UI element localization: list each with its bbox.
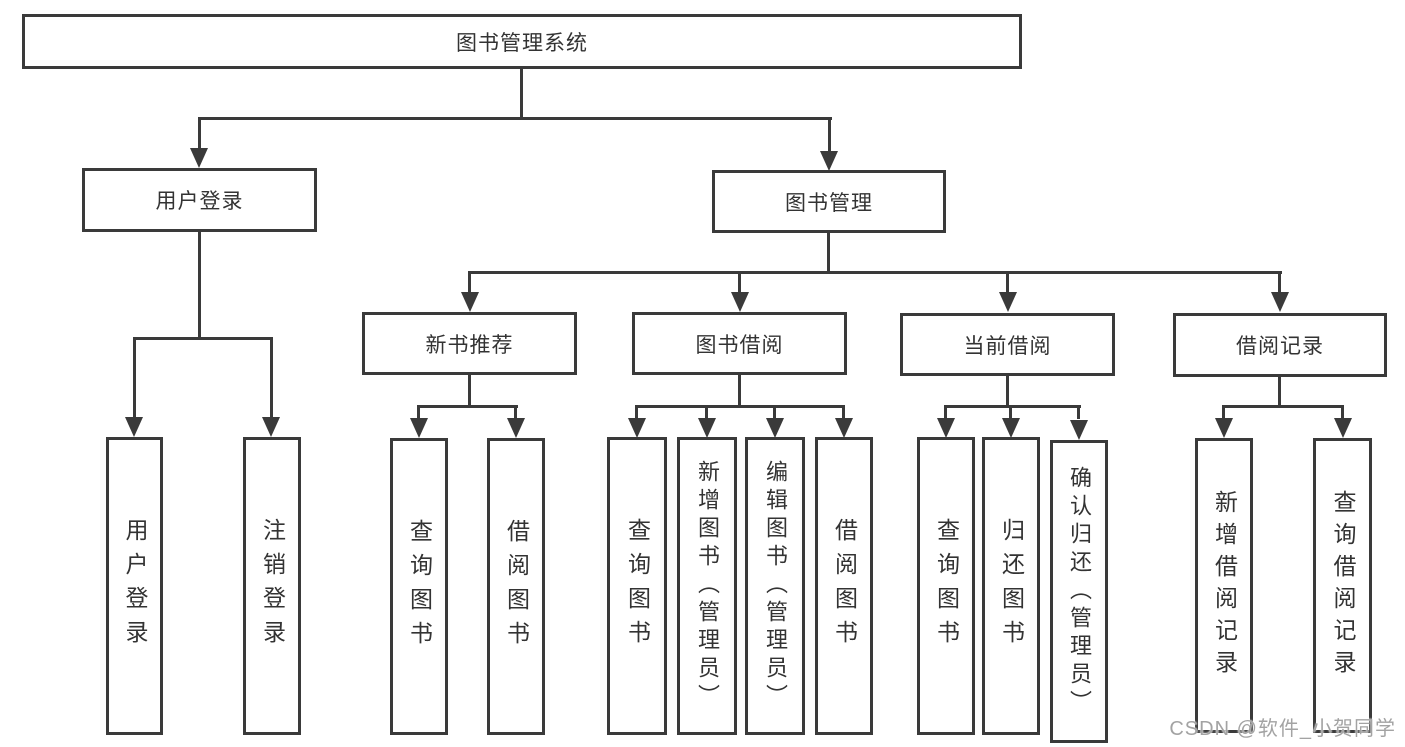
arrow-down-icon bbox=[190, 148, 208, 168]
arrow-down-icon bbox=[820, 151, 838, 171]
leaf-query-books-borrow: 查询图书 bbox=[607, 437, 667, 735]
arrow-down-icon bbox=[1070, 420, 1088, 440]
leaf-add-borrow-record: 新增借阅记录 bbox=[1195, 438, 1253, 733]
node-new-book-recommend-label: 新书推荐 bbox=[425, 333, 514, 357]
leaf-query-borrow-record: 查询借阅记录 bbox=[1313, 438, 1372, 733]
leaf-add-book-admin: 新增图书（管理员） bbox=[677, 437, 737, 735]
connector-line bbox=[1006, 271, 1009, 295]
node-user-login: 用户登录 bbox=[82, 168, 317, 232]
node-root: 图书管理系统 bbox=[22, 14, 1022, 69]
connector-line bbox=[773, 405, 776, 419]
leaf-borrow-books-label: 借阅图书 bbox=[831, 518, 858, 654]
leaf-borrow-books-recommend: 借阅图书 bbox=[487, 438, 545, 735]
node-borrow-records: 借阅记录 bbox=[1173, 313, 1387, 377]
connector-line bbox=[514, 405, 517, 419]
node-borrow-records-label: 借阅记录 bbox=[1236, 335, 1324, 358]
connector-line bbox=[828, 117, 831, 151]
leaf-query-books-borrow-label: 查询图书 bbox=[624, 518, 651, 654]
arrow-down-icon bbox=[262, 417, 280, 437]
leaf-query-borrow-record-label: 查询借阅记录 bbox=[1330, 489, 1356, 682]
connector-line bbox=[842, 405, 845, 419]
connector-line bbox=[417, 405, 420, 419]
connector-line bbox=[133, 337, 273, 340]
leaf-edit-book-admin-label: 编辑图书（管理员） bbox=[763, 460, 788, 712]
node-book-management: 图书管理 bbox=[712, 170, 946, 233]
arrow-down-icon bbox=[835, 418, 853, 438]
leaf-user-login: 用户登录 bbox=[106, 437, 163, 735]
leaf-query-books-current: 查询图书 bbox=[917, 437, 975, 735]
arrow-down-icon bbox=[731, 292, 749, 312]
node-current-borrow-label: 当前借阅 bbox=[963, 334, 1052, 358]
connector-line bbox=[418, 405, 518, 408]
arrow-down-icon bbox=[1215, 418, 1233, 438]
leaf-confirm-return-admin-label: 确认归还（管理员） bbox=[1067, 465, 1092, 718]
leaf-confirm-return-admin: 确认归还（管理员） bbox=[1050, 440, 1108, 743]
connector-line bbox=[827, 233, 830, 274]
leaf-query-books-current-label: 查询图书 bbox=[933, 518, 960, 654]
connector-line bbox=[520, 69, 523, 119]
connector-line bbox=[1077, 405, 1080, 419]
node-book-management-label: 图书管理 bbox=[785, 191, 873, 215]
arrow-down-icon bbox=[999, 292, 1017, 312]
node-user-login-label: 用户登录 bbox=[155, 190, 244, 213]
leaf-add-book-admin-label: 新增图书（管理员） bbox=[695, 460, 720, 712]
connector-line bbox=[1222, 405, 1225, 419]
node-book-borrow-label: 图书借阅 bbox=[695, 333, 784, 357]
arrow-down-icon bbox=[628, 418, 646, 438]
leaf-return-book: 归还图书 bbox=[982, 437, 1040, 735]
connector-line bbox=[270, 337, 273, 419]
connector-line bbox=[198, 117, 201, 149]
leaf-user-login-label: 用户登录 bbox=[122, 518, 148, 654]
connector-line bbox=[635, 405, 638, 419]
leaf-borrow-books: 借阅图书 bbox=[815, 437, 873, 735]
connector-line bbox=[1009, 405, 1012, 419]
arrow-down-icon bbox=[766, 418, 784, 438]
leaf-return-book-label: 归还图书 bbox=[998, 518, 1025, 654]
connector-line bbox=[944, 405, 1081, 408]
node-current-borrow: 当前借阅 bbox=[900, 313, 1115, 376]
connector-line bbox=[1006, 376, 1009, 407]
connector-line bbox=[1222, 405, 1344, 408]
arrow-down-icon bbox=[937, 418, 955, 438]
leaf-edit-book-admin: 编辑图书（管理员） bbox=[745, 437, 805, 735]
connector-line bbox=[738, 271, 741, 295]
connector-line bbox=[944, 405, 947, 419]
watermark: CSDN @软件_小贺同学 bbox=[1169, 718, 1396, 740]
connector-line bbox=[133, 337, 136, 419]
connector-line bbox=[705, 405, 708, 419]
node-root-label: 图书管理系统 bbox=[456, 31, 588, 55]
connector-line bbox=[1341, 405, 1344, 419]
connector-line bbox=[468, 375, 471, 407]
arrow-down-icon bbox=[507, 418, 525, 438]
arrow-down-icon bbox=[125, 417, 143, 437]
connector-line bbox=[1278, 377, 1281, 407]
leaf-borrow-books-recommend-label: 借阅图书 bbox=[503, 518, 530, 655]
connector-line bbox=[198, 117, 832, 120]
connector-line bbox=[468, 271, 471, 295]
arrow-down-icon bbox=[698, 418, 716, 438]
connector-line bbox=[635, 405, 845, 408]
leaf-query-books-recommend: 查询图书 bbox=[390, 438, 448, 735]
arrow-down-icon bbox=[1334, 418, 1352, 438]
node-new-book-recommend: 新书推荐 bbox=[362, 312, 577, 375]
arrow-down-icon bbox=[410, 418, 428, 438]
node-book-borrow: 图书借阅 bbox=[632, 312, 847, 375]
connector-line bbox=[198, 232, 201, 339]
leaf-logout-label: 注销登录 bbox=[259, 518, 286, 654]
arrow-down-icon bbox=[461, 292, 479, 312]
arrow-down-icon bbox=[1002, 418, 1020, 438]
connector-line bbox=[469, 271, 1282, 274]
leaf-query-books-recommend-label: 查询图书 bbox=[406, 518, 433, 655]
connector-line bbox=[1278, 271, 1281, 295]
connector-line bbox=[738, 375, 741, 407]
leaf-logout: 注销登录 bbox=[243, 437, 301, 735]
leaf-add-borrow-record-label: 新增借阅记录 bbox=[1211, 489, 1238, 682]
arrow-down-icon bbox=[1271, 292, 1289, 312]
